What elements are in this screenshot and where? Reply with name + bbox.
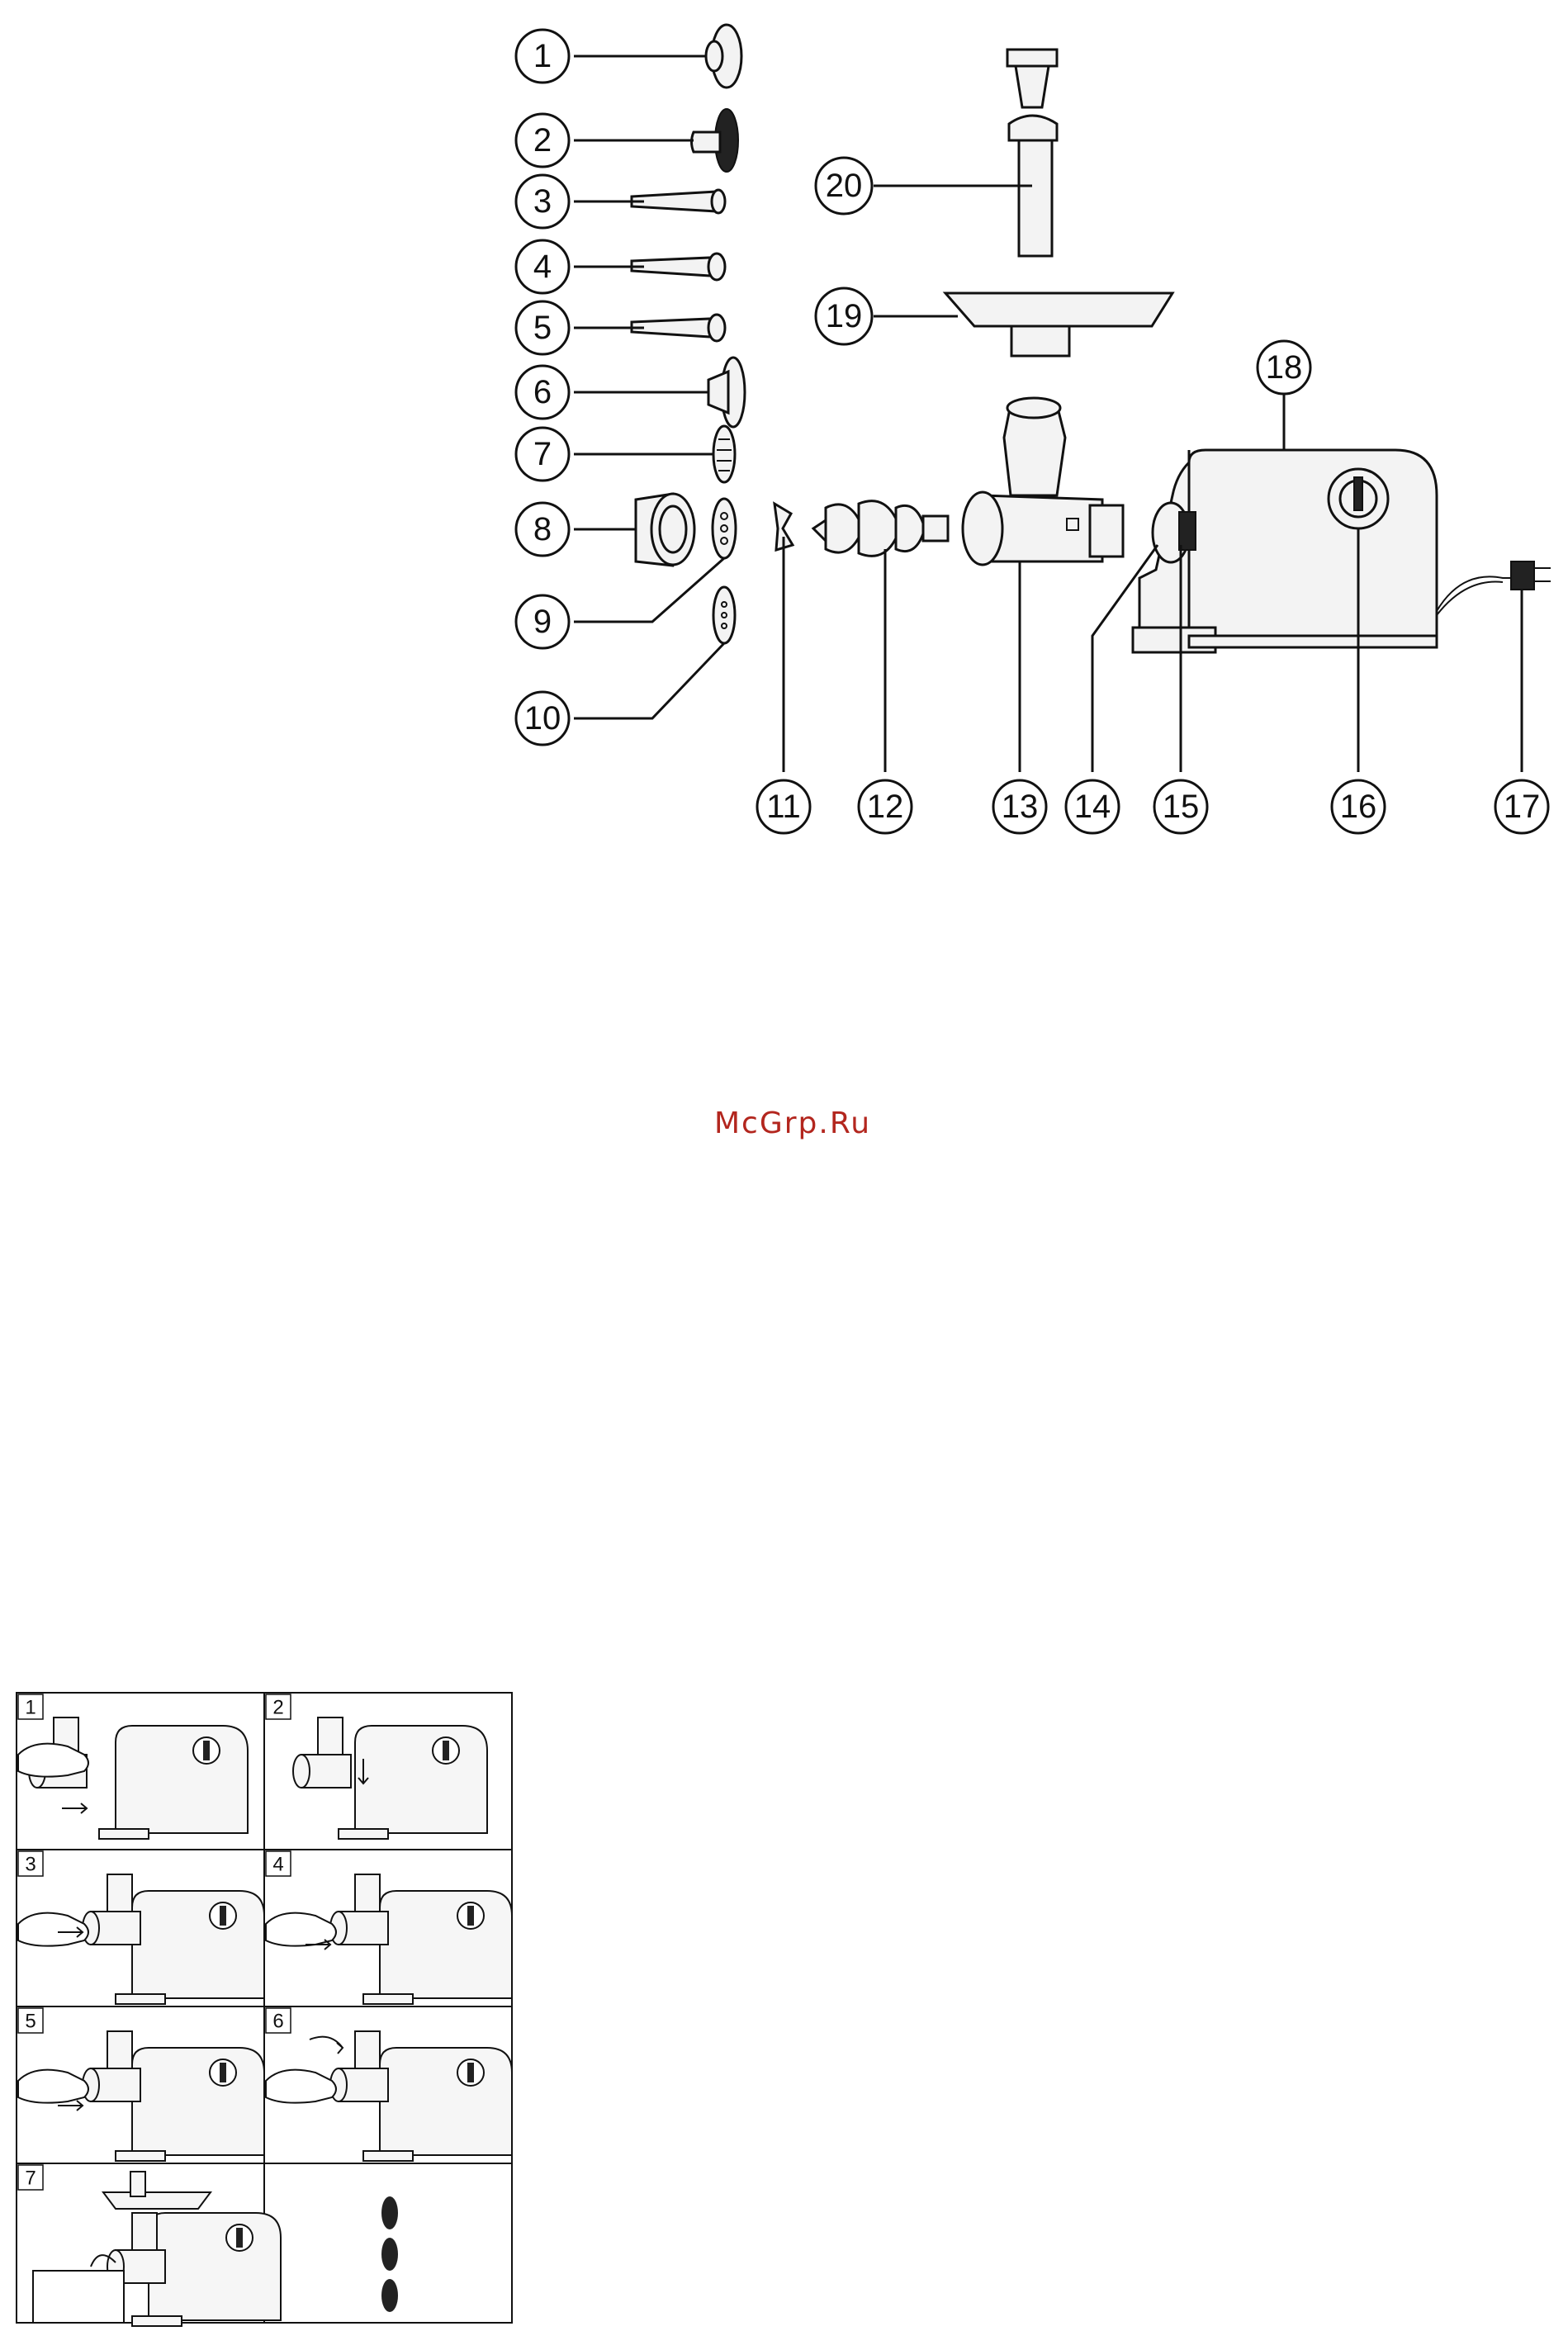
part-1-sausage-attachment xyxy=(706,25,741,88)
watermark: McGrp.Ru xyxy=(710,1106,875,1140)
svg-text:5: 5 xyxy=(533,310,552,346)
part-4-tube xyxy=(632,253,725,280)
callout-17: 17 xyxy=(1495,780,1548,833)
svg-text:14: 14 xyxy=(1074,789,1111,825)
callout-19: 19 xyxy=(816,288,872,344)
callout-10: 10 xyxy=(516,692,569,745)
svg-text:20: 20 xyxy=(826,168,863,204)
part-8-ring-nut xyxy=(636,494,694,566)
svg-text:5: 5 xyxy=(25,2011,36,2033)
callout-13: 13 xyxy=(993,780,1046,833)
svg-text:1: 1 xyxy=(25,1697,36,1719)
callout-4: 4 xyxy=(516,240,569,293)
svg-text:3: 3 xyxy=(25,1854,36,1876)
callout-20: 20 xyxy=(816,158,872,214)
svg-text:4: 4 xyxy=(272,1854,283,1876)
callout-2: 2 xyxy=(516,114,569,167)
part-15-release-button xyxy=(1179,512,1196,550)
step-cell-plates xyxy=(381,2196,398,2312)
svg-text:3: 3 xyxy=(533,183,552,220)
part-19-tray xyxy=(945,293,1172,356)
svg-text:16: 16 xyxy=(1340,789,1377,825)
callout-3: 3 xyxy=(516,175,569,228)
part-3-tube xyxy=(632,190,725,213)
callout-7: 7 xyxy=(516,428,569,481)
svg-text:17: 17 xyxy=(1504,789,1541,825)
svg-text:19: 19 xyxy=(826,298,863,334)
svg-text:18: 18 xyxy=(1266,349,1303,386)
callout-5: 5 xyxy=(516,301,569,354)
part-10-cutting-plate xyxy=(713,587,735,643)
part-5-tube xyxy=(632,315,725,341)
part-18-motor-housing xyxy=(1133,450,1551,652)
callout-1: 1 xyxy=(516,30,569,83)
svg-text:9: 9 xyxy=(533,604,552,640)
callout-16: 16 xyxy=(1332,780,1385,833)
callout-12: 12 xyxy=(859,780,912,833)
callout-15: 15 xyxy=(1154,780,1207,833)
part-13-grinder-head xyxy=(963,398,1123,565)
svg-text:12: 12 xyxy=(867,789,904,825)
part-9-cutting-plate xyxy=(713,499,736,558)
callout-11: 11 xyxy=(757,780,810,833)
part-12-auger xyxy=(813,501,948,557)
svg-text:8: 8 xyxy=(533,511,552,547)
callout-6: 6 xyxy=(516,366,569,419)
part-7-cutting-plate xyxy=(713,426,735,482)
part-17-power-cord xyxy=(1437,576,1519,611)
svg-text:10: 10 xyxy=(524,700,561,737)
svg-text:4: 4 xyxy=(533,249,552,285)
svg-text:15: 15 xyxy=(1163,789,1200,825)
svg-text:11: 11 xyxy=(766,789,801,825)
svg-text:1: 1 xyxy=(533,38,552,74)
svg-text:2: 2 xyxy=(272,1697,283,1719)
svg-text:7: 7 xyxy=(533,436,552,472)
svg-text:6: 6 xyxy=(272,2011,283,2033)
svg-text:13: 13 xyxy=(1002,789,1039,825)
part-2-kebbe-cone xyxy=(692,109,739,172)
svg-text:7: 7 xyxy=(25,2168,36,2190)
svg-text:6: 6 xyxy=(533,374,552,410)
callout-8: 8 xyxy=(516,503,569,556)
callout-18: 18 xyxy=(1258,341,1310,394)
callout-14: 14 xyxy=(1066,780,1119,833)
part-6-funnel xyxy=(708,358,745,427)
callout-9: 9 xyxy=(516,595,569,648)
part-20-pusher xyxy=(1007,50,1057,256)
svg-text:2: 2 xyxy=(533,122,552,159)
